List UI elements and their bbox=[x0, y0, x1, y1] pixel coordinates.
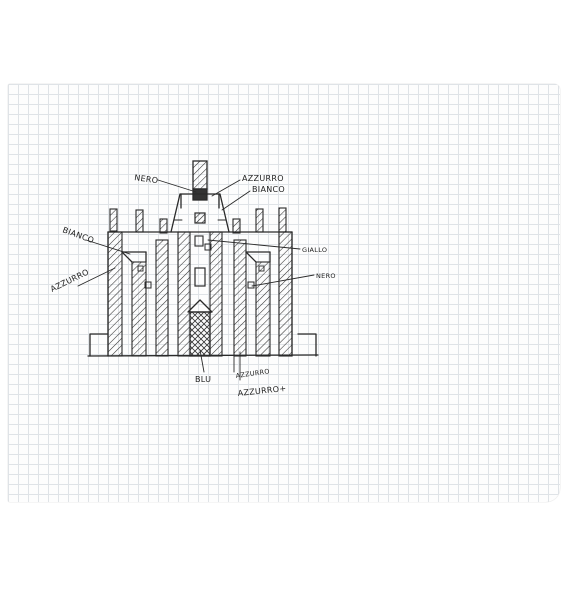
label-azzurro-top: AZZURRO bbox=[242, 174, 284, 183]
label-nero-top: NERO bbox=[134, 173, 159, 185]
label-bianco-top: BIANCO bbox=[252, 185, 285, 194]
main-door bbox=[187, 299, 213, 357]
label-azzurro-left: AZZURRO bbox=[49, 267, 91, 293]
facade-columns bbox=[107, 231, 293, 357]
label-blu: BLU bbox=[195, 375, 211, 384]
leader-lines bbox=[77, 179, 315, 381]
label-nero-right: NERO bbox=[316, 272, 336, 280]
facade-windows bbox=[137, 235, 265, 289]
annotations: NERO AZZURRO BIANCO BIANCO AZZURRO GIALL… bbox=[49, 173, 336, 398]
label-giallo: GIALLO bbox=[302, 246, 327, 254]
label-azzurro-bottom-2: AZZURRO+ bbox=[237, 384, 286, 398]
label-bianco-left: BIANCO bbox=[61, 225, 95, 245]
central-gable bbox=[170, 193, 230, 233]
